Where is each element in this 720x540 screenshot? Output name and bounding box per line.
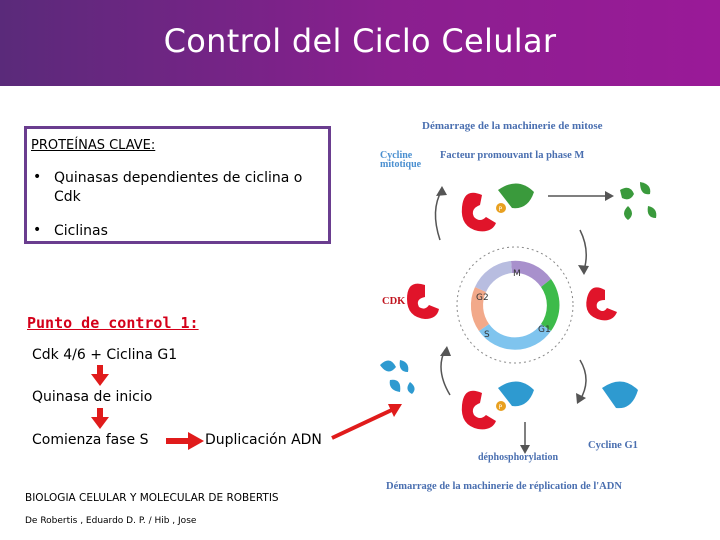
degraded-g1-cyclin-fragments bbox=[380, 360, 415, 394]
phase-g1-label: G1 bbox=[538, 325, 551, 335]
mitotic-cyclin-label: Cycline mitotique bbox=[380, 150, 422, 170]
down-arrow-icon bbox=[91, 408, 109, 429]
checkpoint-title: Punto de control 1: bbox=[27, 314, 199, 332]
checkpoint-line-2: Quinasa de inicio bbox=[32, 389, 153, 405]
curved-arrow-icon bbox=[434, 189, 443, 241]
phase-s-label: S bbox=[484, 330, 490, 340]
svg-text:P: P bbox=[499, 206, 503, 213]
g1-cyclin-right bbox=[602, 381, 638, 409]
mitosis-start-label: Démarrage de la machinerie de mitose bbox=[422, 120, 603, 132]
degraded-cyclin-fragments bbox=[620, 182, 657, 220]
source-book: BIOLOGIA CELULAR Y MOLECULAR DE ROBERTIS bbox=[25, 492, 279, 504]
bullet-text: Ciclinas bbox=[54, 223, 108, 239]
g1-cyclin-label: Cycline G1 bbox=[588, 440, 638, 451]
curved-arrow-icon bbox=[440, 349, 451, 396]
dephosphorylation-label: déphosphorylation bbox=[478, 452, 559, 463]
cdk-cyclin-complex-top: P bbox=[461, 183, 534, 232]
cdk-left bbox=[407, 283, 439, 319]
checkpoint-line-4: Duplicación ADN bbox=[205, 432, 322, 448]
bullet-dot: • bbox=[33, 169, 42, 185]
cdk-cyclin-complex-bottom: P bbox=[461, 381, 534, 430]
phase-g2-label: G2 bbox=[476, 293, 489, 303]
cdk-right bbox=[586, 287, 617, 321]
cell-cycle-diagram: Démarrage de la machinerie de mitose Cyc… bbox=[370, 110, 700, 500]
down-arrow-icon bbox=[91, 365, 109, 386]
pointer-arrow-icon bbox=[331, 404, 402, 440]
svg-text:P: P bbox=[499, 404, 503, 411]
phase-m-label: M bbox=[513, 269, 521, 279]
bullet-text: Quinasas dependientes de ciclina o Cdk bbox=[54, 170, 303, 205]
diagram-graphics: M G2 S G1 P bbox=[380, 182, 657, 454]
checkpoint-line-3: Comienza fase S bbox=[32, 432, 149, 448]
key-proteins-heading: PROTEÍNAS CLAVE: bbox=[31, 138, 156, 153]
bullet-dot: • bbox=[33, 222, 42, 238]
cdk-label: CDK bbox=[382, 296, 406, 307]
m-phase-factor-label: Facteur promouvant la phase M bbox=[440, 150, 585, 161]
curved-arrow-icon bbox=[579, 359, 587, 401]
right-arrow-icon bbox=[166, 432, 204, 450]
checkpoint-line-1: Cdk 4/6 + Ciclina G1 bbox=[32, 347, 178, 363]
curved-arrow-icon bbox=[579, 229, 587, 271]
slide-title: Control del Ciclo Celular bbox=[163, 22, 557, 60]
replication-start-label: Démarrage de la machinerie de réplicatio… bbox=[386, 481, 622, 492]
title-bar: Control del Ciclo Celular bbox=[0, 0, 720, 86]
key-proteins-box: PROTEÍNAS CLAVE: • Quinasas dependientes… bbox=[24, 126, 331, 244]
source-authors: De Robertis , Eduardo D. P. / Hib , Jose bbox=[25, 516, 197, 526]
cycle-ring bbox=[456, 246, 574, 364]
